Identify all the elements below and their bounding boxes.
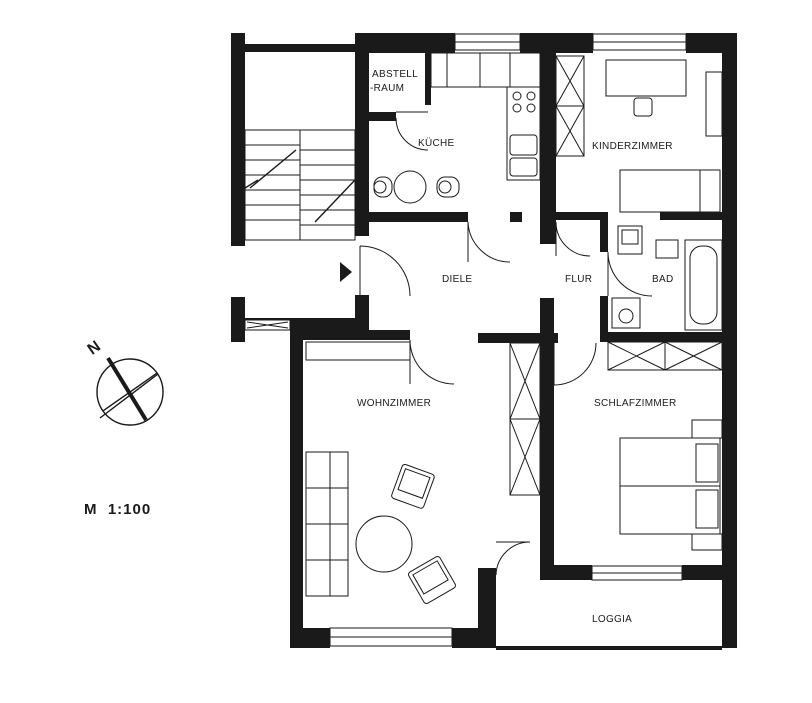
- room-label-kinderzimmer: KINDERZIMMER: [592, 141, 673, 152]
- room-label-flur: FLUR: [565, 274, 592, 285]
- kinderzimmer-furniture: [555, 55, 723, 213]
- walls: [231, 33, 737, 650]
- room-label-wohnzimmer: WOHNZIMMER: [357, 398, 431, 409]
- north-compass-icon: [96, 356, 164, 426]
- scale-label: M 1:100: [84, 501, 151, 518]
- compass-north-label: N: [85, 338, 104, 359]
- room-label-kueche: KÜCHE: [418, 137, 455, 149]
- entry-arrow-icon: [340, 262, 352, 282]
- room-label-loggia: LOGGIA: [592, 614, 632, 625]
- doors: [340, 111, 653, 576]
- room-label-abstellraum-2: -RAUM: [370, 83, 404, 94]
- kitchen-furniture: [373, 52, 541, 204]
- windows: [244, 33, 687, 647]
- room-label-diele: DIELE: [442, 274, 472, 285]
- bad-furniture: [611, 225, 723, 331]
- schlafzimmer-furniture: [607, 341, 723, 551]
- room-label-bad: BAD: [652, 274, 673, 285]
- staircase: [244, 129, 356, 241]
- room-label-abstellraum: ABSTELL: [372, 69, 418, 80]
- wohnzimmer-furniture: [305, 341, 541, 604]
- room-label-schlafzimmer: SCHLAFZIMMER: [594, 398, 677, 409]
